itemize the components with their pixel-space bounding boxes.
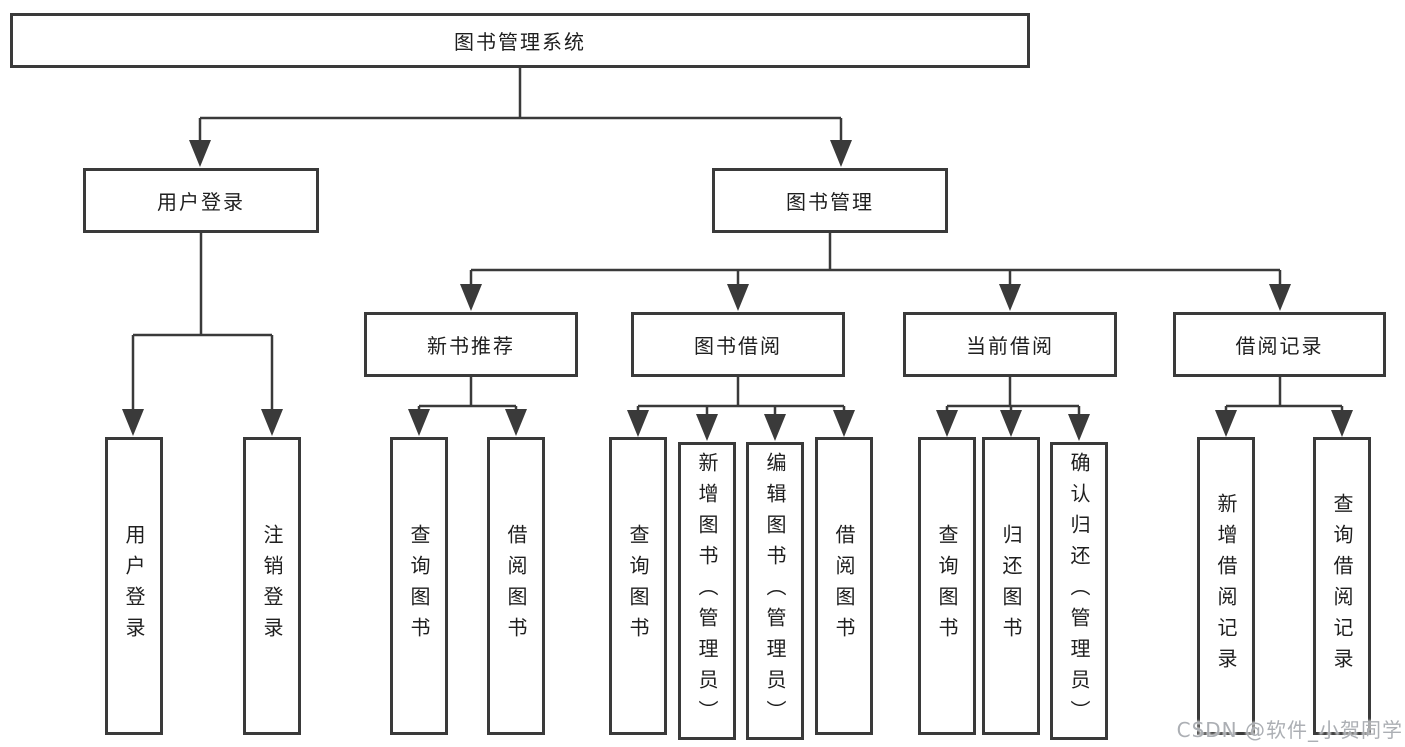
leaf-label: 查询图书: [626, 524, 650, 648]
leaf-logout: 注销登录: [243, 437, 301, 735]
leaf-add-borrow-record: 新增借阅记录: [1197, 437, 1255, 735]
node-label: 用户登录: [157, 190, 245, 214]
leaf-label: 借阅图书: [832, 524, 856, 648]
leaf-label: 用户登录: [122, 524, 146, 648]
node-label: 图书管理: [786, 190, 874, 214]
connector-path: [131, 68, 1344, 415]
node-borrowing-records: 借阅记录: [1173, 312, 1386, 377]
leaf-label: 查询借阅记录: [1330, 493, 1354, 679]
node-book-management: 图书管理: [712, 168, 948, 233]
leaf-add-books-admin: 新增图书（管理员）: [678, 442, 736, 740]
leaf-query-books-current: 查询图书: [918, 437, 976, 735]
leaf-label: 新增借阅记录: [1214, 493, 1238, 679]
node-label: 当前借阅: [966, 334, 1054, 358]
leaf-label: 查询图书: [935, 524, 959, 648]
leaf-label: 编辑图书（管理员）: [763, 451, 787, 731]
leaf-query-books-borrowing: 查询图书: [609, 437, 667, 735]
leaf-query-borrow-record: 查询借阅记录: [1313, 437, 1371, 735]
leaf-label: 新增图书（管理员）: [695, 451, 719, 731]
leaf-edit-books-admin: 编辑图书（管理员）: [746, 442, 804, 740]
node-new-book-recommendation: 新书推荐: [364, 312, 578, 377]
leaf-borrow-books: 借阅图书: [815, 437, 873, 735]
node-label: 新书推荐: [427, 334, 515, 358]
node-user-login: 用户登录: [83, 168, 319, 233]
leaf-confirm-return-admin: 确认归还（管理员）: [1050, 442, 1108, 740]
leaf-label: 归还图书: [999, 524, 1023, 648]
leaf-query-books-recommend: 查询图书: [390, 437, 448, 735]
arrowhead-icons: [122, 140, 1353, 441]
node-label: 图书管理系统: [454, 30, 586, 54]
node-book-borrowing: 图书借阅: [631, 312, 845, 377]
leaf-label: 注销登录: [260, 524, 284, 648]
node-label: 借阅记录: [1235, 334, 1324, 358]
csdn-watermark: CSDN @软件_小贺同学: [1176, 718, 1403, 742]
leaf-borrow-books-recommend: 借阅图书: [487, 437, 545, 735]
node-label: 图书借阅: [694, 334, 782, 358]
node-library-management-system: 图书管理系统: [10, 13, 1030, 68]
node-current-borrowing: 当前借阅: [903, 312, 1117, 377]
leaf-label: 确认归还（管理员）: [1067, 451, 1091, 731]
leaf-label: 查询图书: [407, 524, 431, 648]
leaf-user-login: 用户登录: [105, 437, 163, 735]
leaf-return-books: 归还图书: [982, 437, 1040, 735]
leaf-label: 借阅图书: [504, 524, 528, 648]
